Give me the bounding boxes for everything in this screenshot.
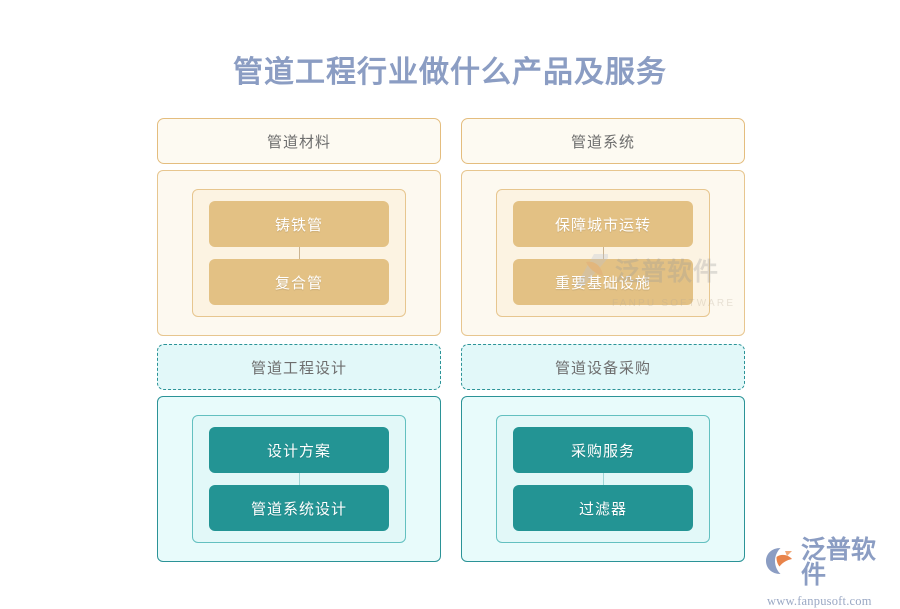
- list-item[interactable]: 保障城市运转: [513, 201, 693, 247]
- group-inner-pipe-equipment-procurement: 采购服务 过滤器: [496, 415, 710, 543]
- connector-line: [298, 247, 300, 259]
- group-body-pipe-equipment-procurement: 采购服务 过滤器: [461, 396, 745, 562]
- connector-line: [602, 473, 604, 485]
- group-pipe-systems[interactable]: 管道系统 保障城市运转 重要基础设施: [461, 118, 745, 336]
- list-item[interactable]: 管道系统设计: [209, 485, 389, 531]
- fanpu-mark-icon: [765, 547, 795, 580]
- brand-logo[interactable]: 泛普软件 www.fanpusoft.com: [765, 536, 895, 608]
- group-pipe-materials[interactable]: 管道材料 铸铁管 复合管: [157, 118, 441, 336]
- list-item[interactable]: 复合管: [209, 259, 389, 305]
- group-body-pipe-systems: 保障城市运转 重要基础设施: [461, 170, 745, 336]
- left-column: 管道材料 铸铁管 复合管 管道工程设计 设计方案 管道系统设计: [157, 118, 441, 562]
- brand-name: 泛普软件: [801, 536, 877, 589]
- group-inner-pipe-materials: 铸铁管 复合管: [192, 189, 406, 317]
- list-item[interactable]: 铸铁管: [209, 201, 389, 247]
- group-body-pipe-materials: 铸铁管 复合管: [157, 170, 441, 336]
- list-item[interactable]: 重要基础设施: [513, 259, 693, 305]
- group-header-pipe-systems[interactable]: 管道系统: [461, 118, 745, 164]
- list-item[interactable]: 采购服务: [513, 427, 693, 473]
- group-header-pipe-engineering-design[interactable]: 管道工程设计: [157, 344, 441, 390]
- group-header-pipe-equipment-procurement[interactable]: 管道设备采购: [461, 344, 745, 390]
- connector-line: [298, 473, 300, 485]
- page-title: 管道工程行业做什么产品及服务: [233, 56, 667, 89]
- group-inner-pipe-engineering-design: 设计方案 管道系统设计: [192, 415, 406, 543]
- group-inner-pipe-systems: 保障城市运转 重要基础设施: [496, 189, 710, 317]
- brand-url[interactable]: www.fanpusoft.com: [767, 594, 872, 608]
- diagram-board: 管道材料 铸铁管 复合管 管道工程设计 设计方案 管道系统设计: [157, 118, 745, 562]
- group-pipe-engineering-design[interactable]: 管道工程设计 设计方案 管道系统设计: [157, 344, 441, 562]
- list-item[interactable]: 过滤器: [513, 485, 693, 531]
- group-body-pipe-engineering-design: 设计方案 管道系统设计: [157, 396, 441, 562]
- group-header-pipe-materials[interactable]: 管道材料: [157, 118, 441, 164]
- list-item[interactable]: 设计方案: [209, 427, 389, 473]
- right-column: 管道系统 保障城市运转 重要基础设施 管道设备采购 采购服务 过滤器: [461, 118, 745, 562]
- group-pipe-equipment-procurement[interactable]: 管道设备采购 采购服务 过滤器: [461, 344, 745, 562]
- connector-line: [602, 247, 604, 259]
